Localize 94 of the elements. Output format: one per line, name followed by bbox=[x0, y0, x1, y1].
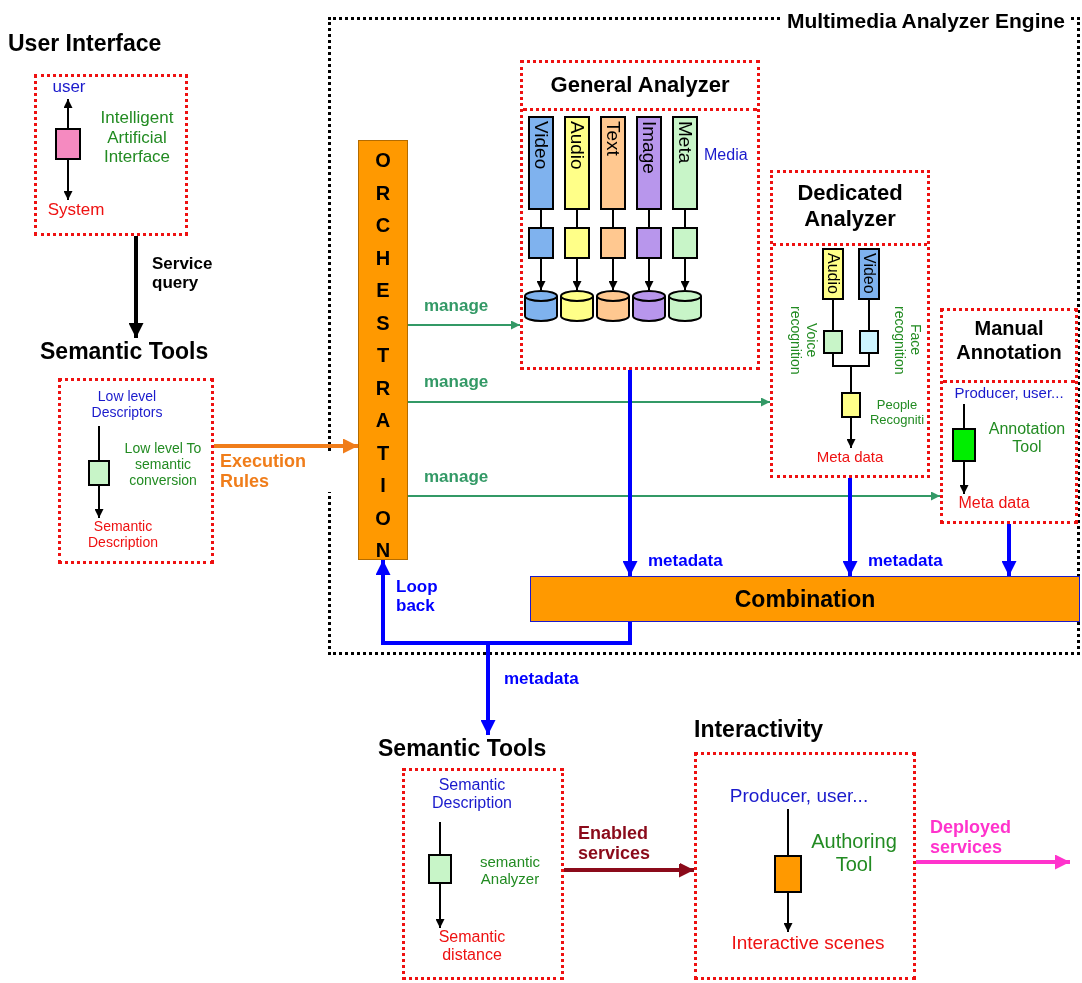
frame-heading: User Interface bbox=[8, 30, 163, 58]
component-label: Low level To semantic conversion bbox=[123, 440, 203, 491]
process-box bbox=[823, 330, 843, 354]
process-box bbox=[600, 227, 626, 259]
storage-cylinder bbox=[632, 290, 666, 322]
text-label: user bbox=[46, 77, 92, 99]
frame-heading: General Analyzer bbox=[549, 72, 731, 99]
arrow bbox=[846, 417, 856, 449]
component-label: Intelligent Artificial Interface bbox=[99, 108, 175, 169]
arrow bbox=[842, 478, 858, 576]
connector-line bbox=[98, 425, 100, 461]
media-bar: Text bbox=[600, 116, 626, 210]
arrow bbox=[435, 883, 445, 929]
arrow bbox=[536, 258, 546, 291]
component-label: Annotation Tool bbox=[987, 420, 1067, 458]
arrow bbox=[680, 258, 690, 291]
frame-heading: Semantic Tools bbox=[378, 735, 548, 763]
combination-bar: Combination bbox=[530, 576, 1080, 622]
connector-line bbox=[832, 299, 834, 331]
process-box bbox=[774, 855, 802, 893]
connector-line bbox=[576, 209, 578, 228]
process-box bbox=[841, 392, 861, 418]
component-label: Authoring Tool bbox=[810, 830, 898, 877]
text-label: Semantic distance bbox=[412, 928, 532, 974]
frame-heading: Manual Annotation bbox=[955, 316, 1063, 364]
text-label: System bbox=[40, 200, 112, 222]
process-box bbox=[88, 460, 110, 486]
media-bar: Image bbox=[636, 116, 662, 210]
component-label: People Recogniti bbox=[868, 398, 926, 429]
storage-cylinder bbox=[560, 290, 594, 322]
process-box bbox=[952, 428, 976, 462]
arrow bbox=[407, 320, 521, 330]
dotted-frame bbox=[770, 170, 930, 478]
text-label: Meta data bbox=[944, 494, 1044, 514]
media-bar: Video bbox=[528, 116, 554, 210]
edge-label: Enabled services bbox=[576, 824, 680, 864]
connector-line bbox=[850, 353, 870, 393]
edge-label: Execution Rules bbox=[218, 452, 332, 492]
arrow bbox=[572, 258, 582, 291]
arrow bbox=[480, 622, 632, 735]
connector-line bbox=[540, 209, 542, 228]
dotted-frame bbox=[940, 308, 1078, 524]
process-box bbox=[428, 854, 452, 884]
text-label: Interactive scenes bbox=[708, 932, 908, 956]
connector-line bbox=[963, 403, 965, 429]
process-box bbox=[55, 128, 81, 160]
text-label: Semantic Description bbox=[412, 776, 532, 822]
connector-line bbox=[684, 209, 686, 228]
frame-heading: Semantic Tools bbox=[40, 338, 210, 366]
arrow bbox=[622, 370, 638, 576]
process-box bbox=[564, 227, 590, 259]
arrow bbox=[407, 491, 941, 501]
component-label: Face recognition bbox=[890, 304, 924, 377]
frame-heading: Interactivity bbox=[694, 716, 825, 744]
arrow bbox=[564, 862, 694, 878]
arrow bbox=[1001, 524, 1017, 576]
component-label: Voice recognition bbox=[786, 304, 820, 377]
arrow bbox=[608, 258, 618, 291]
text-label: Semantic Description bbox=[68, 518, 178, 556]
connector-line bbox=[439, 821, 441, 855]
storage-cylinder bbox=[668, 290, 702, 322]
arrow bbox=[94, 485, 104, 519]
arrow bbox=[214, 438, 358, 454]
process-box bbox=[528, 227, 554, 259]
arrow bbox=[783, 892, 793, 933]
media-bar: Audio bbox=[822, 248, 844, 300]
text-label: Low level Descriptors bbox=[72, 388, 182, 426]
connector-line bbox=[868, 299, 870, 331]
process-box bbox=[672, 227, 698, 259]
process-box bbox=[636, 227, 662, 259]
arrow bbox=[959, 461, 969, 495]
media-bar: Audio bbox=[564, 116, 590, 210]
arrow bbox=[407, 397, 771, 407]
arrow bbox=[128, 236, 144, 338]
text-label: Producer, user... bbox=[704, 785, 894, 809]
media-bar: Meta bbox=[672, 116, 698, 210]
orchestration-bar: ORCHESTRATION bbox=[358, 140, 408, 560]
process-box bbox=[859, 330, 879, 354]
storage-cylinder bbox=[524, 290, 558, 322]
connector-line bbox=[612, 209, 614, 228]
arrow bbox=[63, 98, 73, 129]
connector-line bbox=[648, 209, 650, 228]
dotted-frame bbox=[520, 60, 760, 370]
text-label: Producer, user... bbox=[944, 384, 1074, 404]
frame-heading: Dedicated Analyzer bbox=[796, 180, 904, 233]
text-label: Media bbox=[704, 145, 749, 165]
arrow bbox=[916, 854, 1070, 870]
component-label: semantic Analyzer bbox=[479, 853, 541, 890]
arrow bbox=[63, 159, 73, 201]
storage-cylinder bbox=[596, 290, 630, 322]
media-bar: Video bbox=[858, 248, 880, 300]
arrow bbox=[644, 258, 654, 291]
connector-line bbox=[787, 808, 789, 856]
text-label: Meta data bbox=[805, 448, 895, 468]
